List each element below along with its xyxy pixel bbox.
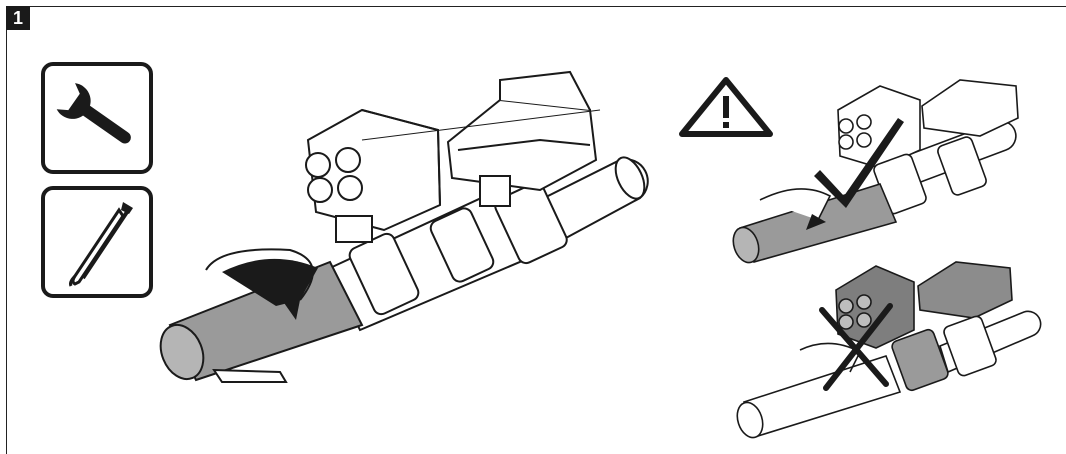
open-end-wrench-icon [41,62,153,174]
incorrect-pipe [736,342,902,439]
step-number-badge: 1 [6,6,30,30]
check-mark-icon [814,118,904,208]
warning-triangle-icon [679,77,773,137]
main-valve-assembly [305,70,649,332]
top-border [6,6,1066,7]
correct-pipe [732,183,898,264]
incorrect-installation-illustration [835,261,1042,392]
cross-mark-icon [819,303,893,391]
left-border [6,30,7,454]
rotation-arrow-icon [205,248,318,383]
pipe-wrench-icon [41,186,153,298]
correct-installation-illustration [837,79,1019,215]
